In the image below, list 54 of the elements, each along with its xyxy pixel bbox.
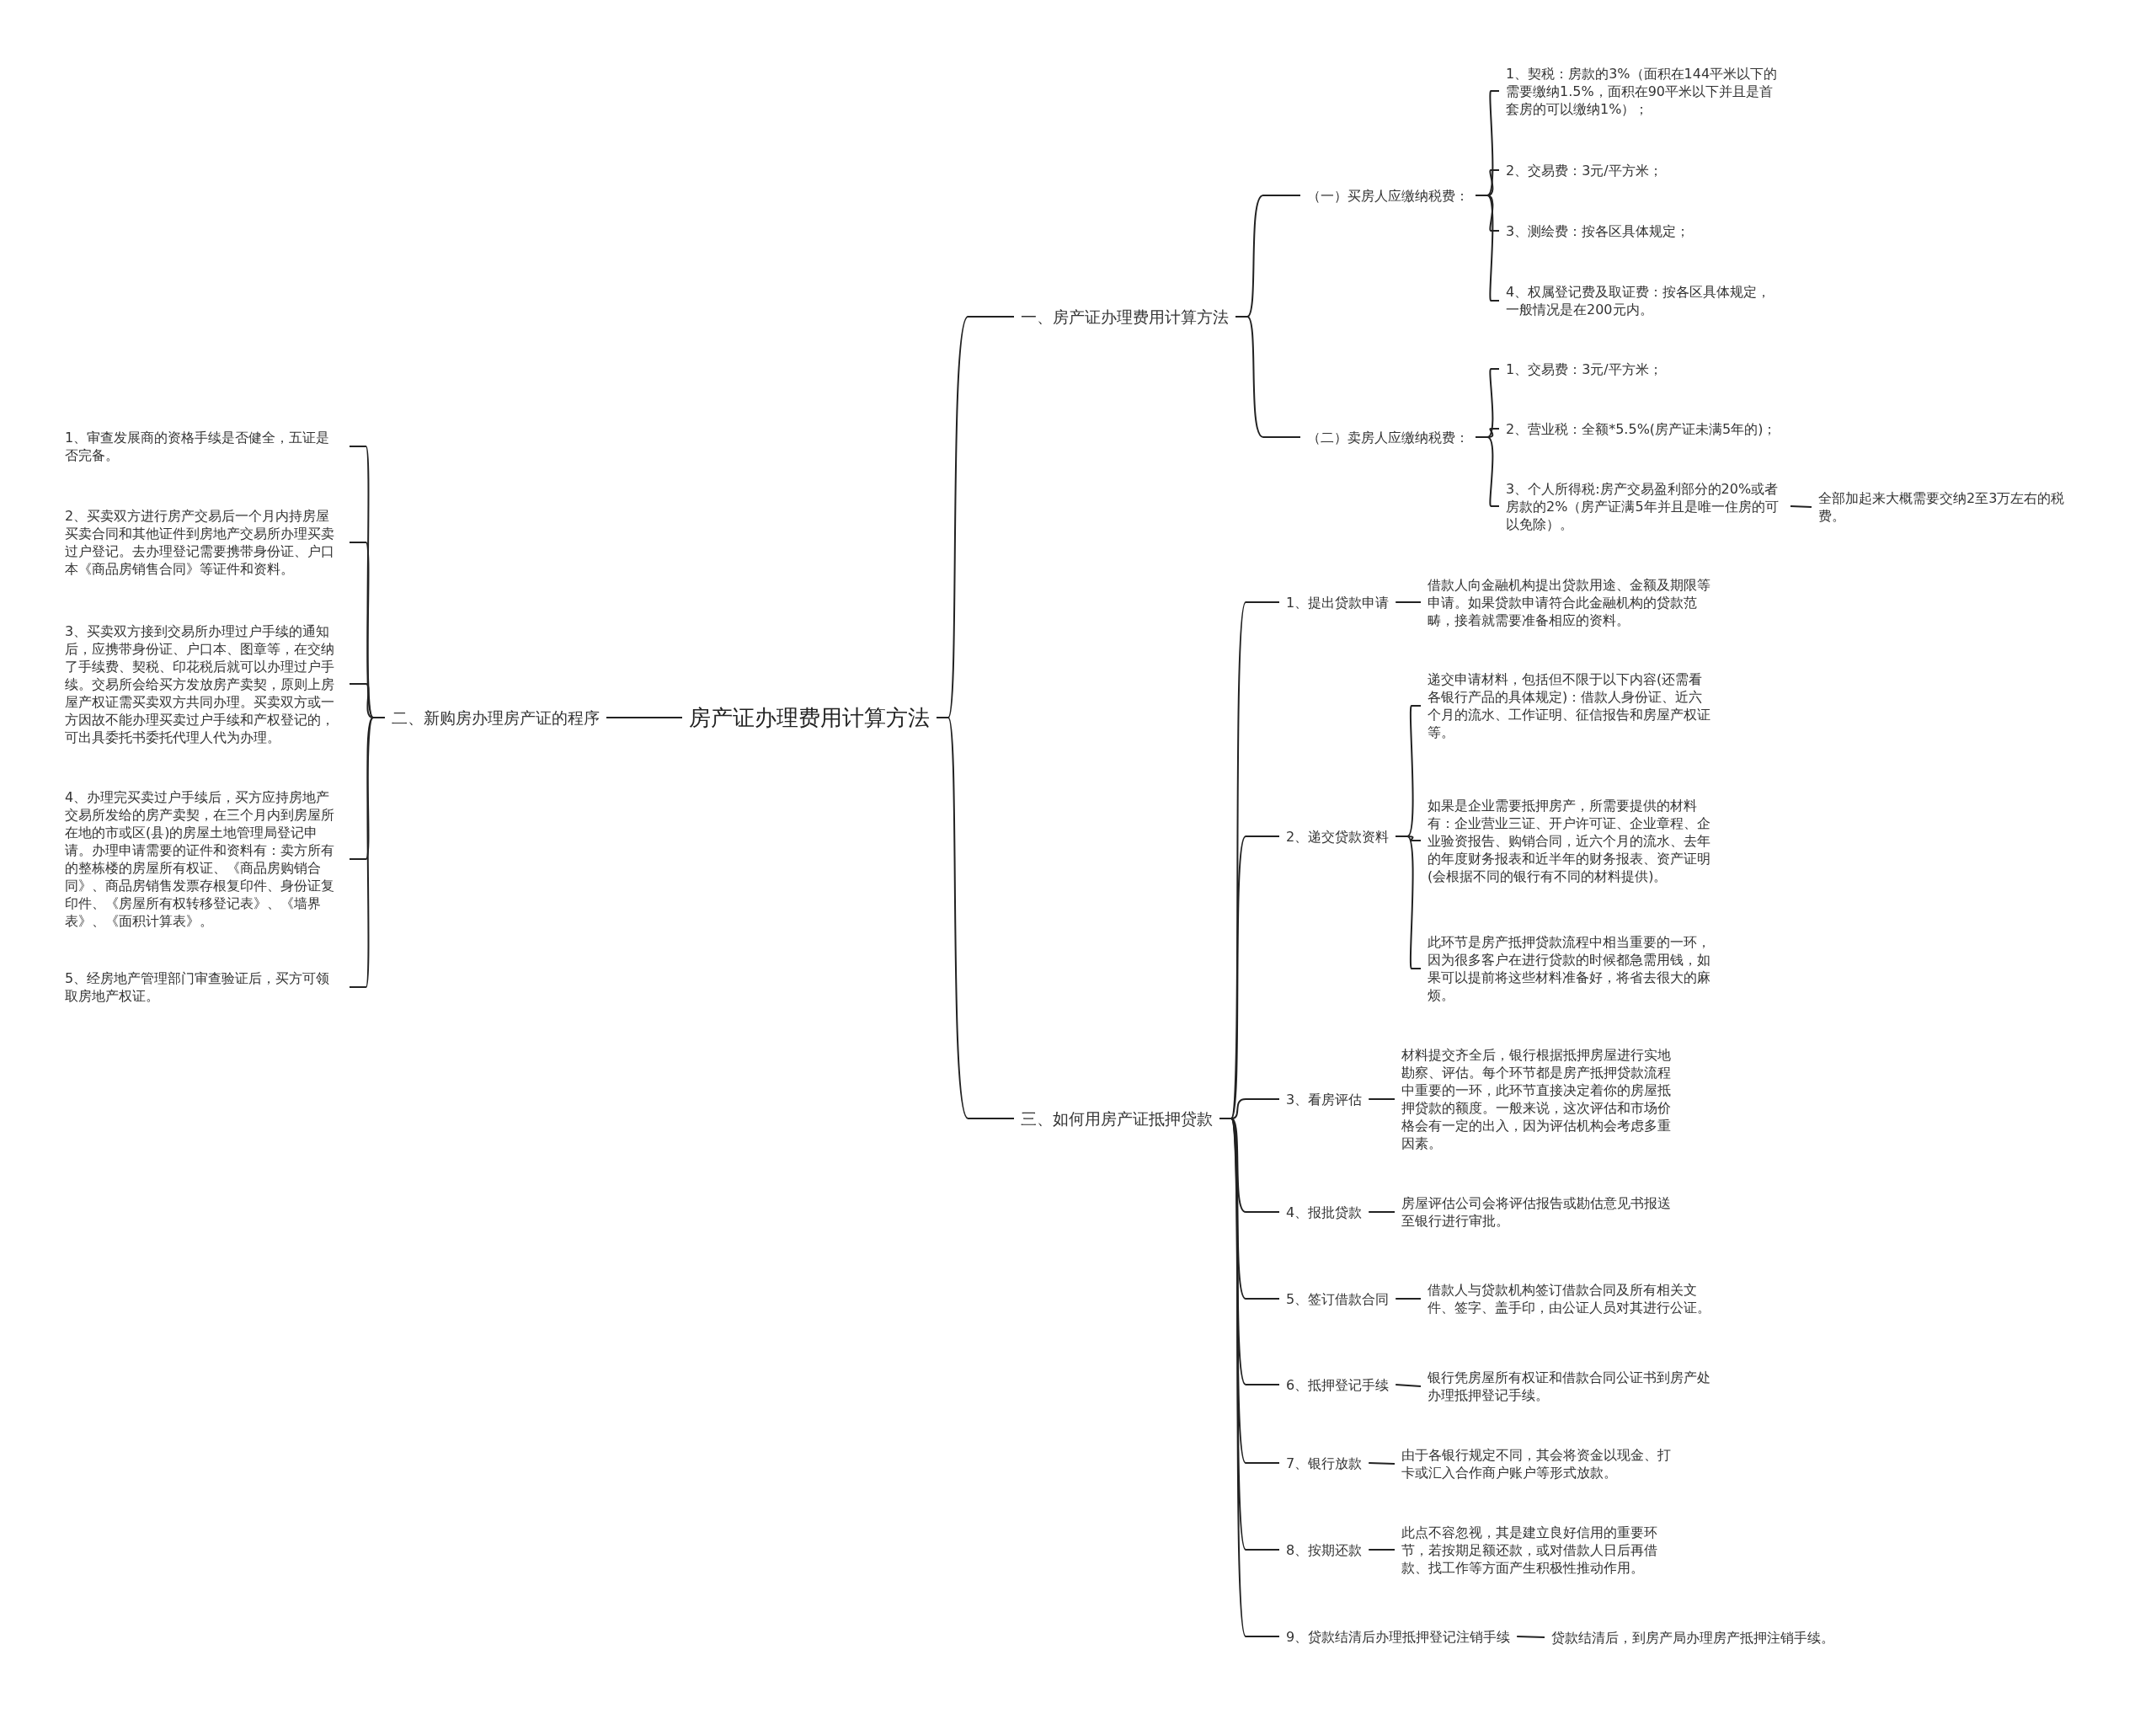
connector-line xyxy=(1395,1384,1422,1387)
branch-topic: 二、新购房办理房产证的程序 xyxy=(392,707,600,728)
detail-text: 4、权属登记费及取证费：按各区具体规定，一般情况是在200元内。 xyxy=(1506,283,1784,318)
branch-topic: 一、房产证办理费用计算方法 xyxy=(1021,307,1229,327)
detail-text: 贷款结清后，到房产局办理房产抵押注销手续。 xyxy=(1551,1628,1834,1647)
connector-line xyxy=(1475,195,1500,302)
detail-text: 2、营业税：全额*5.5%(房产证未满5年的)； xyxy=(1506,419,1784,438)
connector-line xyxy=(1368,1549,1396,1551)
connector-line xyxy=(1368,1098,1396,1100)
detail-text: 借款人向金融机构提出贷款用途、金额及期限等申请。如果贷款申请符合此金融机构的贷款范畴，接着就需要准备相应的资料。 xyxy=(1428,575,1710,629)
subtopic: 9、贷款结清后办理抵押登记注销手续 xyxy=(1286,1627,1511,1646)
detail-text: 1、审查发展商的资格手续是否健全，五证是否完备。 xyxy=(65,429,343,464)
detail-text: 银行凭房屋所有权证和借款合同公证书到房产处办理抵押登记手续。 xyxy=(1428,1369,1710,1404)
connector-line xyxy=(1395,1298,1422,1300)
connector-line xyxy=(1235,316,1301,438)
connector-line xyxy=(1368,1462,1396,1465)
detail-text: 此点不容忽视，其是建立良好信用的重要环节，若按期足额还款，或对借款人日后再借款、找工作等方面产生积极性推动作用。 xyxy=(1401,1523,1679,1577)
detail-text: 材料提交齐全后，银行根据抵押房屋进行实地勘察、评估。每个环节都是房产抵押贷款流程中重要的一环，此环节直接决定着你的房屋抵押贷款的额度。一般来说，这次评估和市场价格会有一定的出入，因为评估机构会考虑多重因素。 xyxy=(1401,1046,1679,1152)
connector-line xyxy=(1219,1118,1280,1637)
subtopic: 8、按期还款 xyxy=(1286,1540,1363,1559)
detail-text: 由于各银行规定不同，其会将资金以现金、打卡或汇入合作商户账户等形式放款。 xyxy=(1401,1446,1679,1481)
detail-text: 4、办理完买卖过户手续后，买方应持房地产交易所发给的房产卖契，在三个月内到房屋所在地的市或区(县)的房屋土地管理局登记申请。办理申请需要的证件和资料有：卖方所有的整栋楼的房屋所有权证、《商品房购销合同》、商品房销售发票存根复印件、身份证复印件、《房屋所有权转移登记表》、《墙界表》、《面积计算表》。 xyxy=(65,788,343,930)
subtopic: 5、签订借款合同 xyxy=(1286,1289,1390,1308)
detail-text: 房屋评估公司会将评估报告或勘估意见书报送至银行进行审批。 xyxy=(1401,1194,1679,1230)
subtopic: 7、银行放款 xyxy=(1286,1454,1363,1472)
detail-text: 1、交易费：3元/平方米； xyxy=(1506,360,1784,378)
detail-text: 递交申请材料，包括但不限于以下内容(还需看各银行产品的具体规定)：借款人身份证、近六个月的流水、工作证明、征信报告和房屋产权证等。 xyxy=(1428,670,1710,741)
subtopic: （二）卖房人应缴纳税费： xyxy=(1307,428,1469,446)
branch-topic: 三、如何用房产证抵押贷款 xyxy=(1021,1108,1213,1129)
connector-line xyxy=(936,717,1015,1119)
subtopic: 3、看房评估 xyxy=(1286,1090,1363,1108)
subtopic: 6、抵押登记手续 xyxy=(1286,1375,1390,1394)
subtopic: 2、递交贷款资料 xyxy=(1286,827,1390,846)
connector-line xyxy=(1395,601,1422,603)
detail-text: 5、经房地产管理部门审查验证后，买方可领取房地产权证。 xyxy=(65,969,343,1005)
detail-text: 1、契税：房款的3%（面积在144平米以下的需要缴纳1.5%，面积在90平米以下并且是首套房的可以缴纳1%）； xyxy=(1506,64,1784,118)
detail-text: 全部加起来大概需要交纳2至3万左右的税费。 xyxy=(1818,489,2088,525)
detail-text: 3、买卖双方接到交易所办理过户手续的通知后，应携带身份证、户口本、图章等，在交纳了手续费、契税、印花税后就可以办理过户手续。交易所会给买方发放房产卖契，原则上房屋产权证需买卖双方共同办理。买卖双方或一方因故不能办理买卖过户手续和产权登记的，可出具委托书委托代理人代为办理。 xyxy=(65,622,343,746)
detail-text: 2、交易费：3元/平方米； xyxy=(1506,161,1784,179)
connector-line xyxy=(1790,505,1812,508)
detail-text: 3、测绘费：按各区具体规定； xyxy=(1506,222,1784,240)
subtopic: 1、提出贷款申请 xyxy=(1286,593,1390,611)
detail-text: 2、买卖双方进行房产交易后一个月内持房屋买卖合同和其他证件到房地产交易所办理买卖过户登记。去办理登记需要携带身份证、户口本《商品房销售合同》等证件和资料。 xyxy=(65,507,343,578)
detail-text: 如果是企业需要抵押房产，所需要提供的材料有：企业营业三证、开户许可证、企业章程、企业验资报告、购销合同，近六个月的流水、去年的年度财务报表和近半年的财务报表、资产证明(会根据不同的银行有不同的材料提供)。 xyxy=(1428,796,1710,885)
detail-text: 此环节是房产抵押贷款流程中相当重要的一环，因为很多客户在进行贷款的时候都急需用钱，如果可以提前将这些材料准备好，将省去很大的麻烦。 xyxy=(1428,933,1710,1004)
connector-line xyxy=(1368,1211,1396,1213)
connector-line xyxy=(1475,436,1500,507)
detail-text: 借款人与贷款机构签订借款合同及所有相关文件、签字、盖手印，由公证人员对其进行公证。 xyxy=(1428,1281,1710,1316)
connector-line xyxy=(1516,1636,1545,1638)
subtopic: 4、报批贷款 xyxy=(1286,1203,1363,1221)
detail-text: 3、个人所得税:房产交易盈利部分的20%或者房款的2%（房产证满5年并且是唯一住房的可以免除）。 xyxy=(1506,479,1784,533)
central-topic: 房产证办理费用计算方法 xyxy=(689,704,930,731)
connector-line xyxy=(606,717,683,718)
subtopic: （一）买房人应缴纳税费： xyxy=(1307,186,1469,205)
